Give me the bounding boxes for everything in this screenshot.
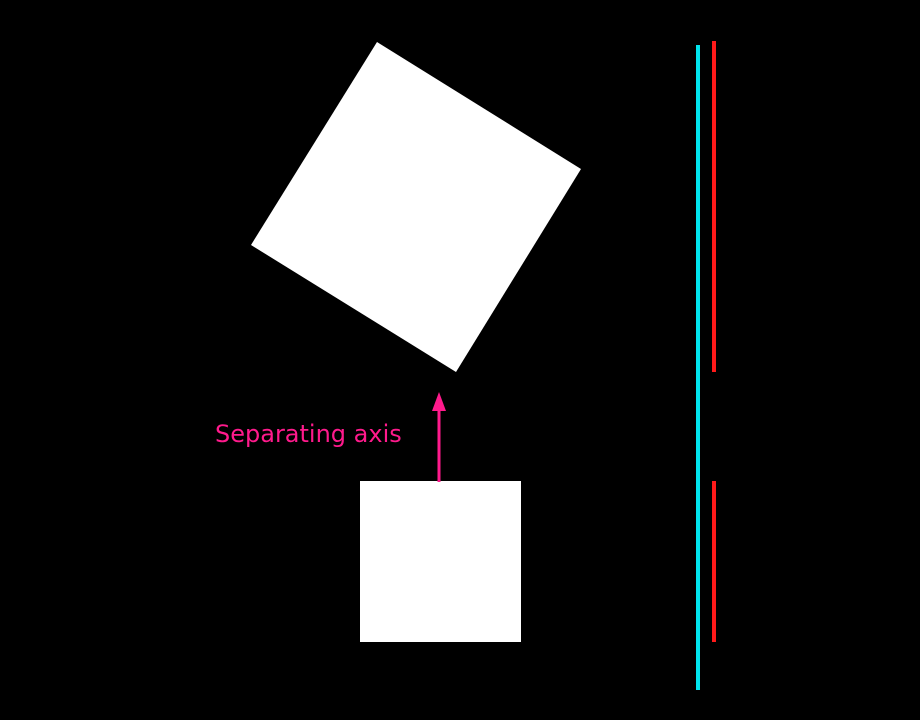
separating-axis-arrow-head: [432, 392, 446, 411]
separating-axis-label: Separating axis: [215, 420, 402, 448]
axis-aligned-square: [360, 481, 521, 642]
rotated-square: [251, 42, 581, 372]
